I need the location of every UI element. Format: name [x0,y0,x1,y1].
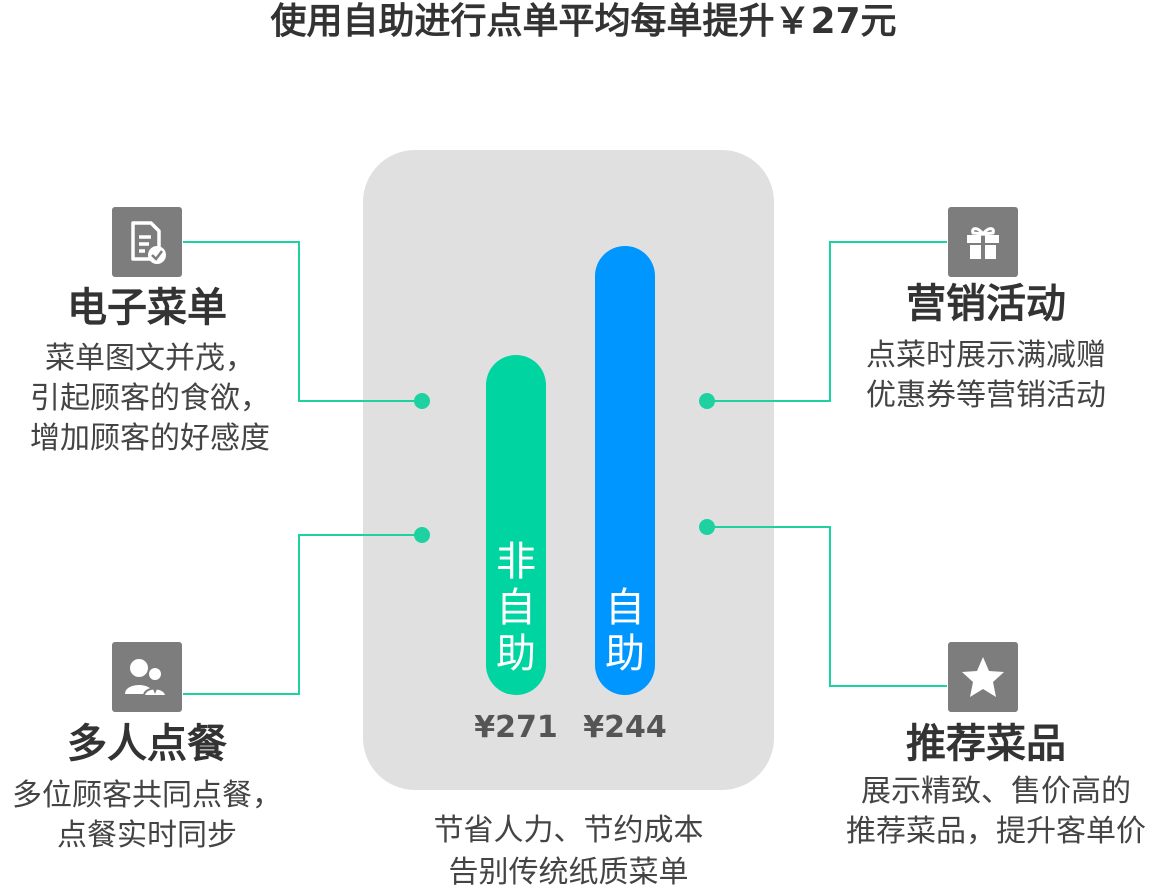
page-title: 使用自助进行点单平均每单提升￥27元 [270,1,897,42]
connector-menu [183,241,422,402]
feature-desc-marketing: 点菜时展示满减赠 优惠券等营销活动 [836,336,1136,416]
gift-icon [948,207,1018,277]
caption-line-1: 节省人力、节约成本 [433,813,704,848]
desc-line: 展示精致、售价高的 [861,774,1131,809]
bar-non-self-service: 非 自 助 [486,355,546,695]
feature-title-group: 多人点餐 [67,721,227,767]
desc-line: 增加顾客的好感度 [30,421,270,456]
feature-title-menu: 电子菜单 [67,285,227,331]
connector-recommend [707,526,947,687]
feature-desc-recommend: 展示精致、售价高的 推荐菜品，提升客单价 [826,772,1166,852]
desc-line: 推荐菜品，提升客单价 [846,814,1146,849]
connector-dot [414,527,430,543]
desc-line: 优惠券等营销活动 [866,378,1106,413]
star-icon [948,642,1018,712]
connector-dot [699,519,715,535]
feature-desc-menu: 菜单图文并茂， 引起顾客的食欲， 增加顾客的好感度 [10,339,290,459]
bar-label-char: 助 [496,631,536,677]
connector-dot [699,393,715,409]
feature-title-recommend: 推荐菜品 [906,721,1066,767]
bar-label-char: 自 [496,585,536,631]
caption-line-2: 告别传统纸质菜单 [448,855,689,890]
desc-line: 多位顾客共同点餐， [12,778,282,813]
price-self-service: ¥244 [583,710,667,745]
desc-line: 菜单图文并茂， [45,341,255,376]
feature-title-marketing: 营销活动 [906,281,1066,327]
bar-label-char: 助 [605,631,645,677]
desc-line: 点餐实时同步 [57,818,237,853]
desc-line: 引起顾客的食欲， [30,381,270,416]
desc-line: 点菜时展示满减赠 [866,338,1106,373]
users-icon [112,642,182,712]
comparison-panel [363,150,774,790]
bar-label-char: 非 [496,539,536,585]
connector-dot [414,393,430,409]
feature-desc-group: 多位顾客共同点餐， 点餐实时同步 [0,776,294,856]
connector-group [183,534,422,695]
menu-document-icon [112,207,182,277]
bar-label-char: 自 [605,585,645,631]
price-non-self-service: ¥271 [474,710,558,745]
bar-self-service: 自 助 [595,246,655,695]
connector-marketing [707,241,947,402]
